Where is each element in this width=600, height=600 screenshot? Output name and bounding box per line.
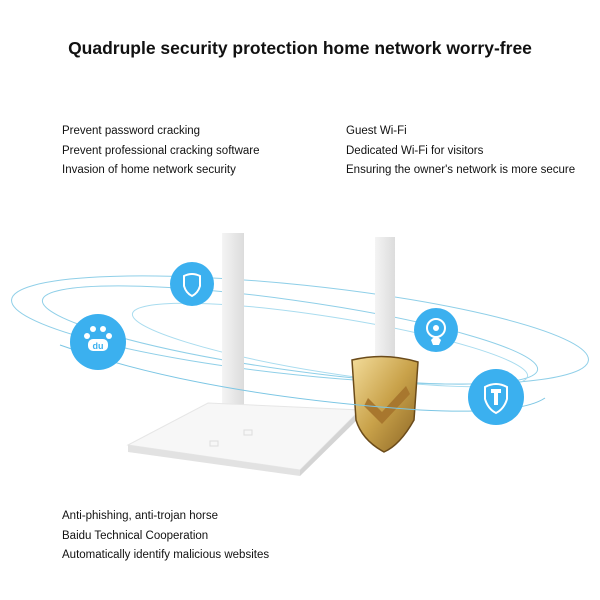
feature-line: Dedicated Wi-Fi for visitors: [346, 144, 484, 157]
feature-line: Ensuring the owner's network is more sec…: [346, 164, 576, 176]
right-antenna: [375, 237, 395, 357]
signal-orbits: [11, 275, 589, 388]
feature-line: Prevent professional cracking software: [62, 144, 260, 157]
shield-icon: [170, 262, 214, 306]
left-antenna: [222, 233, 244, 408]
gold-shield-check-icon: [351, 355, 419, 453]
shield-torch-icon: [468, 369, 524, 425]
feature-line: Anti-phishing, anti-trojan horse: [62, 510, 218, 522]
feature-line: Invasion of home network security: [62, 164, 236, 176]
guest-wifi-icon: [414, 308, 458, 352]
feature-password-protection: Prevent password cracking Prevent profes…: [62, 122, 260, 181]
page-title: Quadruple security protection home netwo…: [68, 38, 532, 58]
feature-line: Automatically identify malicious website…: [62, 549, 270, 561]
feature-line: Prevent password cracking: [62, 125, 201, 137]
feature-line: Baidu Technical Cooperation: [62, 529, 209, 542]
baidu-paw-icon: du: [70, 314, 126, 370]
router-body: [126, 402, 362, 476]
feature-guest-wifi: Guest Wi-Fi Dedicated Wi-Fi for visitors…: [346, 122, 575, 181]
svg-text:du: du: [93, 341, 104, 351]
feature-line: Guest Wi-Fi: [346, 125, 407, 137]
feature-baidu-security: Anti-phishing, anti-trojan horse Baidu T…: [62, 507, 269, 566]
